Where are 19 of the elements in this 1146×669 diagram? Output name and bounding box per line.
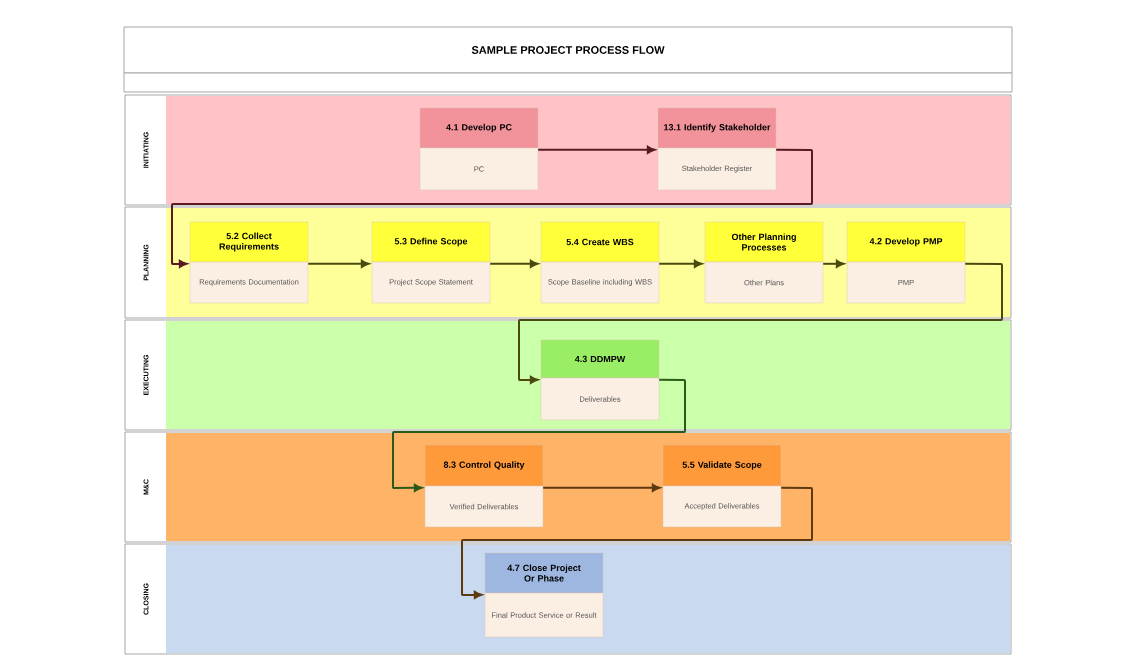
node-label: 13.1 Identify Stakeholder (664, 123, 771, 133)
node-label: 4.2 Develop PMP (869, 237, 943, 247)
node-label: Other Planning Processes (731, 233, 796, 251)
node-label: 5.2 Collect Requirements (219, 232, 279, 252)
node-label: 5.4 Create WBS (566, 238, 634, 246)
arrow (171, 148, 813, 268)
node-label: 4.7 Close Project Or Phase (507, 564, 581, 582)
arrow (822, 259, 845, 268)
arrow (518, 262, 1003, 384)
arrow (542, 483, 661, 492)
node-label: 5.3 Define Scope (394, 237, 468, 247)
arrow (489, 259, 539, 268)
arrow (392, 378, 686, 492)
node-label: 4.3 DDMPW (574, 355, 626, 363)
node-label: 4.1 Develop PC (446, 123, 512, 133)
arrow (537, 145, 656, 154)
arrow (461, 486, 813, 599)
arrow (307, 259, 370, 268)
arrow (658, 259, 703, 268)
